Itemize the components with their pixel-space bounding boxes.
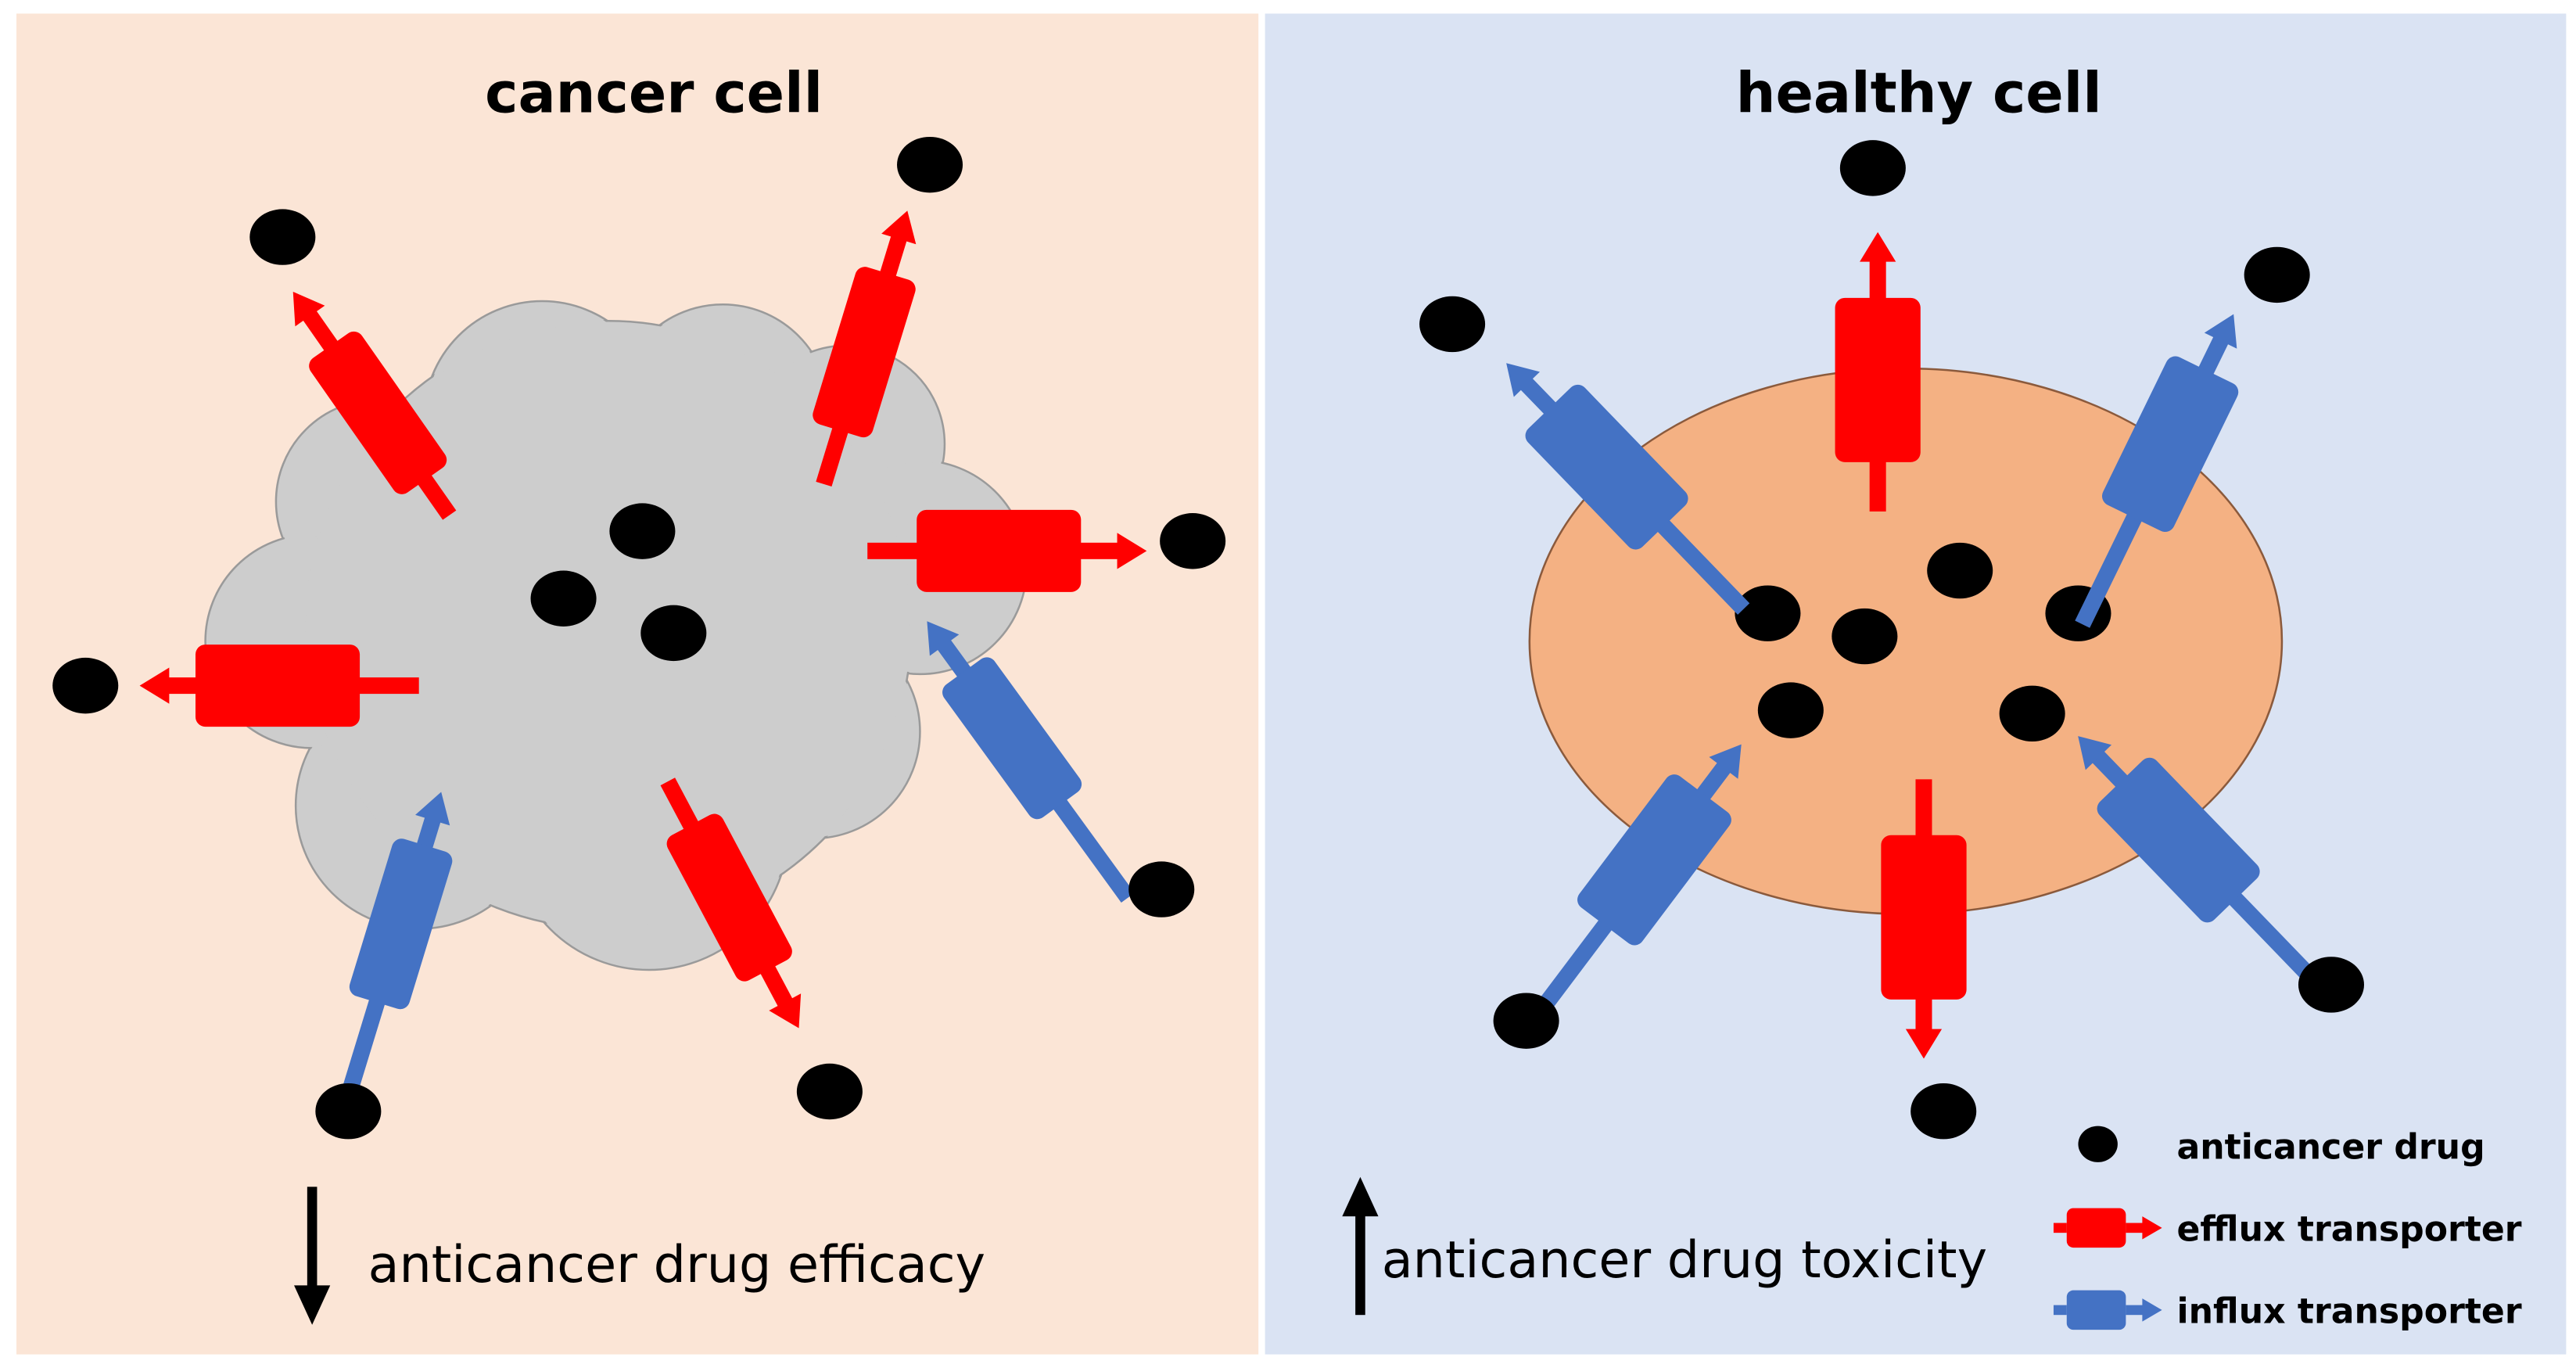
healthy-panel-title: healthy cell: [1736, 60, 2102, 125]
drug-dot: [1735, 585, 1801, 641]
healthy-influx-upper-left: [1506, 363, 1750, 615]
cancer-influx-right: [927, 621, 1135, 903]
drug-dot: [609, 503, 676, 559]
drug-dot: [1493, 993, 1559, 1049]
healthy-internal-drugs: [1735, 542, 2111, 742]
drug-dot: [1910, 1083, 1977, 1140]
cancer-efflux-right: [867, 509, 1147, 592]
legend-drug-icon: [2078, 1126, 2118, 1162]
drug-dot: [897, 136, 963, 193]
cancer-efflux-upper-left: [292, 291, 457, 520]
healthy-influx-upper-right: [2075, 314, 2239, 628]
legend-drug-label: anticancer drug: [2177, 1128, 2485, 1168]
healthy-influx-lower-left: [1525, 744, 1742, 1028]
legend-influx-label: influx transporter: [2177, 1292, 2522, 1332]
drug-dot: [640, 605, 707, 662]
legend-efflux-icon: [2053, 1208, 2162, 1248]
cancer-cell-fill: [206, 303, 1025, 968]
healthy-external-drugs: [1419, 140, 2365, 1140]
drug-dot: [1757, 682, 1824, 738]
cancer-panel-title: cancer cell: [485, 60, 823, 125]
drug-dot: [52, 657, 119, 714]
drug-dot: [530, 570, 597, 627]
drug-dot: [315, 1083, 382, 1140]
cancer-panel: cancer cell: [16, 13, 1259, 1355]
drug-dot: [796, 1063, 863, 1120]
drug-dot: [1839, 140, 1906, 196]
cancer-panel-caption: anticancer drug efficacy: [368, 1236, 985, 1294]
legend-influx-icon: [2053, 1290, 2162, 1330]
healthy-influx-lower-right: [2078, 736, 2329, 995]
legend-efflux-label: efflux transporter: [2177, 1210, 2522, 1250]
healthy-efflux-top: [1835, 232, 1921, 512]
drug-dot: [1128, 861, 1195, 917]
toxicity-up-arrow-icon: [1342, 1176, 1379, 1316]
drug-dot: [2298, 957, 2365, 1013]
drug-dot: [1419, 296, 1486, 353]
cancer-efflux-upper-right: [813, 210, 917, 487]
drug-dot: [1999, 685, 2065, 742]
drug-dot: [2244, 246, 2310, 303]
drug-dot: [249, 209, 316, 265]
healthy-panel-caption: anticancer drug toxicity: [1382, 1231, 1987, 1290]
efficacy-down-arrow-icon: [294, 1187, 331, 1325]
cancer-efflux-bottom: [660, 777, 802, 1029]
healthy-panel: healthy cell: [1265, 13, 2567, 1355]
cancer-efflux-left: [139, 645, 419, 727]
legend: anticancer drug efflux transporter influ…: [2053, 1126, 2522, 1332]
cancer-internal-drugs: [530, 503, 707, 662]
drug-dot: [1160, 513, 1226, 569]
drug-dot: [1927, 542, 1993, 599]
healthy-efflux-bottom: [1881, 779, 1967, 1059]
drug-dot: [1832, 608, 1898, 665]
cancer-external-drugs: [52, 136, 1226, 1140]
